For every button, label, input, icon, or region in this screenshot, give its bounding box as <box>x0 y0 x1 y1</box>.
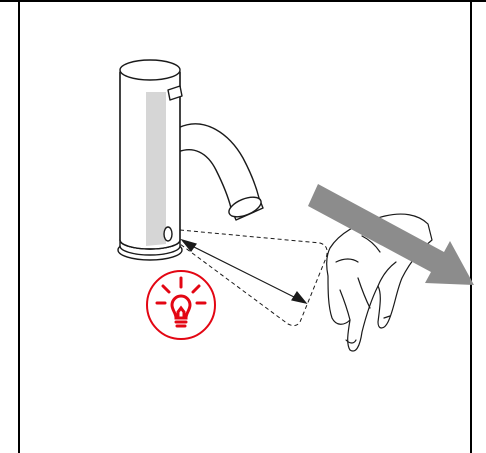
faucet <box>118 60 264 260</box>
faucet-top <box>120 60 180 80</box>
faucet-shading <box>146 92 166 246</box>
faucet-sensor <box>164 227 172 241</box>
indicator-light <box>147 271 215 339</box>
